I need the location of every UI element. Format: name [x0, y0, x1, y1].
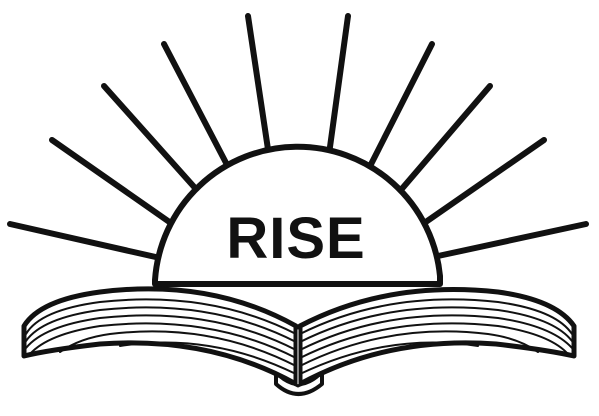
open-book	[21, 286, 577, 396]
sun-dome	[152, 143, 443, 287]
sun-ray	[417, 137, 547, 229]
book-right-page-lines	[299, 298, 573, 375]
book-right-pages	[297, 287, 577, 387]
sun-ray	[435, 221, 589, 259]
logo-text: RISE	[226, 206, 365, 271]
sun-ray	[161, 41, 239, 185]
sun-ray	[101, 83, 207, 201]
sun-ray	[359, 41, 435, 185]
book-left-pages	[21, 286, 299, 387]
sun-ray	[391, 83, 493, 201]
book-left-page-lines	[25, 298, 297, 375]
sun-ray	[7, 221, 163, 261]
book-gutter	[294, 324, 302, 388]
sun-ray	[49, 137, 181, 231]
